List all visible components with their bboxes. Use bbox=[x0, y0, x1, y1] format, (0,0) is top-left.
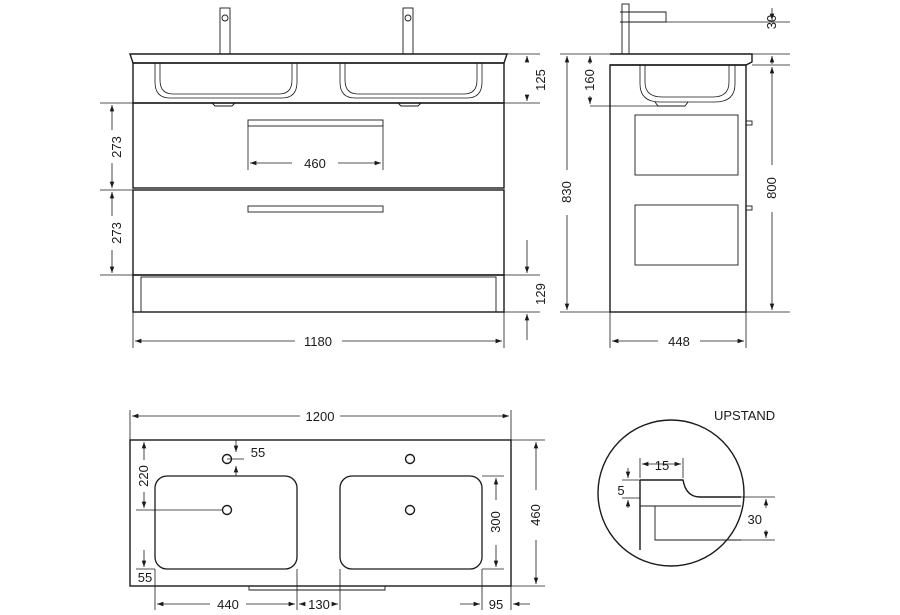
dim-upstand-width: 15 bbox=[655, 458, 669, 473]
dim-basin-height: 125 bbox=[533, 69, 548, 91]
side-elevation: 30 160 830 800 448 bbox=[559, 3, 790, 349]
front-tap-right bbox=[402, 7, 414, 55]
plan-view: 1200 55 220 55 300 460 440 130 95 bbox=[129, 409, 545, 612]
dim-basin-width: 440 bbox=[217, 597, 239, 612]
front-elevation: 460 273 273 125 129 1180 bbox=[100, 7, 548, 349]
dim-handle-width: 460 bbox=[304, 156, 326, 171]
dim-basin-depth-plan: 300 bbox=[488, 511, 503, 533]
dim-drawer-bottom-height: 273 bbox=[109, 222, 124, 244]
dim-tap-spacing: 55 bbox=[251, 445, 265, 460]
dim-side-depth: 448 bbox=[668, 334, 690, 349]
dim-plan-total-depth: 460 bbox=[528, 504, 543, 526]
dim-side-total-height: 830 bbox=[559, 181, 574, 203]
dim-side-margin: 95 bbox=[489, 597, 503, 612]
dim-basin-gap: 130 bbox=[308, 597, 330, 612]
front-tap-left bbox=[219, 7, 231, 55]
dim-tap-height: 30 bbox=[764, 15, 779, 29]
upstand-detail: UPSTAND 15 5 30 bbox=[597, 408, 775, 567]
dim-upstand-depth: 5 bbox=[617, 483, 624, 498]
dim-plan-total-width: 1200 bbox=[306, 409, 335, 424]
dim-front-margin: 55 bbox=[138, 570, 152, 585]
dim-upstand-height: 30 bbox=[748, 512, 762, 527]
dim-plinth-height: 129 bbox=[533, 283, 548, 305]
side-tap bbox=[620, 3, 667, 55]
dim-cabinet-height: 800 bbox=[764, 177, 779, 199]
dim-front-total-width: 1180 bbox=[304, 334, 332, 349]
dim-basin-depth: 160 bbox=[582, 69, 597, 91]
dim-tap-offset: 220 bbox=[136, 465, 151, 487]
dim-drawer-top-height: 273 bbox=[109, 136, 124, 158]
upstand-title: UPSTAND bbox=[714, 408, 775, 423]
